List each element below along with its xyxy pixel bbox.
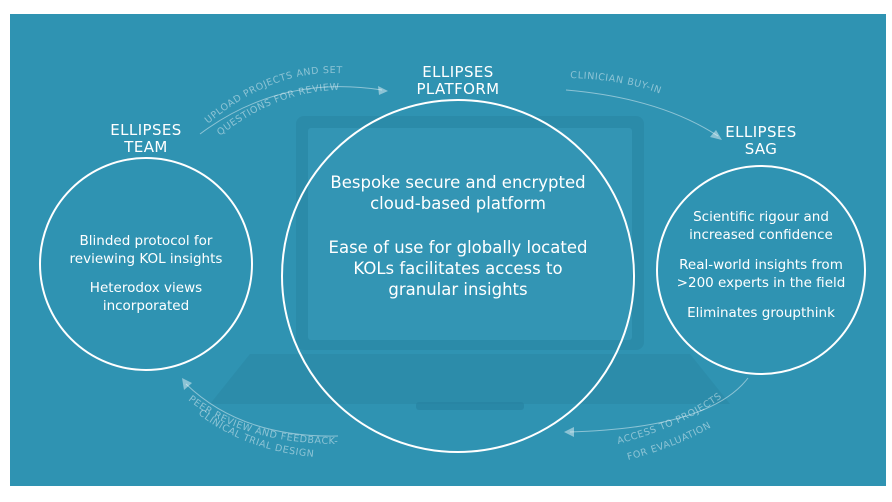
sag-line3: Real-world insights from [679, 257, 843, 273]
team-title: ELLIPSES TEAM [86, 122, 206, 156]
team-text: Blinded protocol for reviewing KOL insig… [46, 232, 246, 315]
peer-arrowhead-icon [182, 378, 192, 390]
team-line4: incorporated [102, 298, 190, 314]
sag-line2: increased confidence [689, 227, 833, 243]
access-arrowhead-icon [564, 427, 574, 437]
sag-line5: Eliminates groupthink [687, 305, 835, 321]
platform-title-line2: PLATFORM [416, 80, 500, 98]
upload-arrowhead-icon [378, 86, 388, 95]
team-title-line1: ELLIPSES [110, 121, 182, 139]
team-title-line2: TEAM [124, 138, 168, 156]
sag-title: ELLIPSES SAG [706, 124, 816, 158]
team-line3: Heterodox views [89, 280, 203, 296]
sag-title-line1: ELLIPSES [725, 123, 797, 141]
laptop-illustration [210, 116, 730, 410]
team-line2: reviewing KOL insights [69, 251, 223, 267]
team-circle [39, 157, 253, 371]
access-arrow [569, 377, 749, 433]
sag-circle [656, 165, 866, 375]
buyin-arrow [565, 89, 719, 137]
upload-arrow [199, 86, 383, 135]
sag-title-line2: SAG [744, 140, 778, 158]
team-line1: Blinded protocol for [79, 233, 213, 249]
platform-line3: Ease of use for globally located [328, 238, 588, 257]
sag-line1: Scientific rigour and [693, 209, 829, 225]
platform-text: Bespoke secure and encrypted cloud-based… [298, 172, 618, 300]
buyin-arrowhead-icon [710, 130, 722, 140]
platform-line5: granular insights [388, 280, 528, 299]
ellipses-diagram: UPLOAD PROJECTS AND SET QUESTIONS FOR RE… [10, 14, 886, 486]
platform-line4: KOLs facilitates access to [353, 259, 563, 278]
platform-line2: cloud-based platform [370, 194, 546, 213]
platform-title-line1: ELLIPSES [422, 63, 494, 81]
buyin-label: CLINICIAN BUY-IN [570, 70, 663, 97]
sag-text: Scientific rigour and increased confiden… [661, 208, 861, 322]
platform-line1: Bespoke secure and encrypted [330, 173, 586, 192]
platform-circle [281, 99, 635, 453]
platform-title: ELLIPSES PLATFORM [388, 64, 528, 98]
peer-arrow [185, 383, 339, 437]
diagram-graphics: UPLOAD PROJECTS AND SET QUESTIONS FOR RE… [39, 65, 866, 463]
sag-line4: >200 experts in the field [676, 275, 846, 291]
